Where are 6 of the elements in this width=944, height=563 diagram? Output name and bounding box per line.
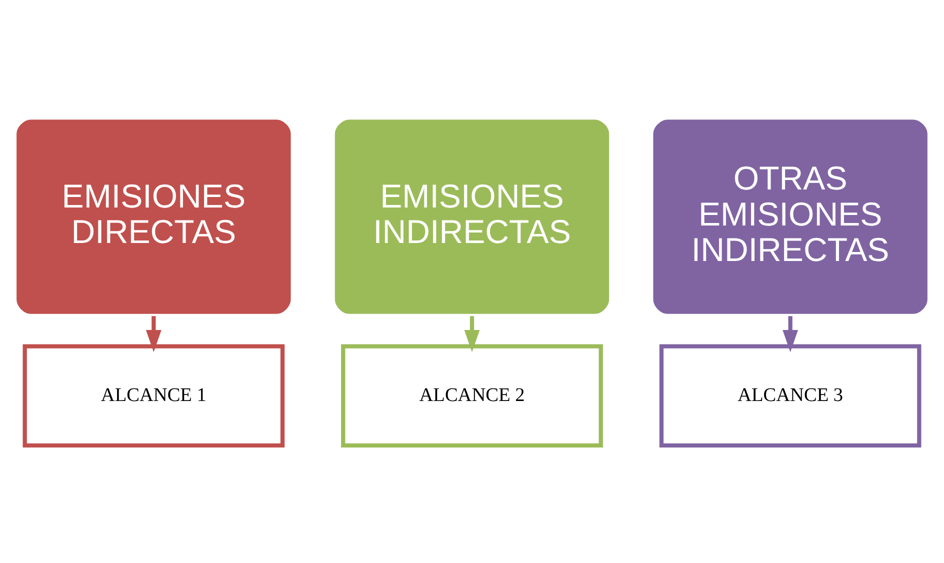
node-box: ALCANCE 3 (659, 344, 922, 448)
arrow (464, 316, 480, 352)
node-box: ALCANCE 2 (341, 344, 603, 448)
arrow (782, 316, 798, 352)
arrow (146, 316, 162, 352)
node-box: ALCANCE 1 (22, 344, 285, 448)
